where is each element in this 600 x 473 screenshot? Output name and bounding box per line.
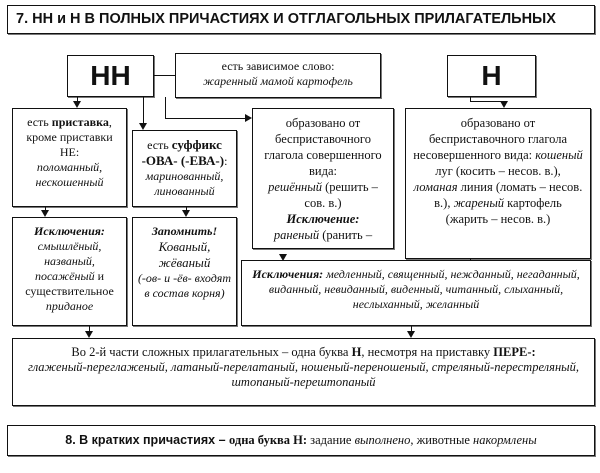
arrow-down-icon	[73, 101, 81, 108]
note: линия (ломать – несов. в.),	[434, 180, 583, 210]
arrow-down-icon	[407, 331, 415, 338]
note: (решить – сов. в.)	[304, 180, 378, 210]
text-bold: суффикс -ОВА- (-ЕВА-)	[141, 137, 225, 168]
example: кошеный	[535, 148, 583, 162]
exception-label: Исключение:	[286, 212, 360, 226]
section-8-title: 8. В кратких причастиях –	[65, 433, 229, 447]
connector	[165, 118, 245, 119]
exception-label: Исключения:	[252, 267, 324, 281]
note: (-ов- и -ёв- входят в состав корня)	[137, 271, 232, 300]
arrow-right-icon	[245, 114, 252, 122]
connector	[143, 97, 144, 124]
remember-box: Запомнить! Кованый, жёваный (-ов- и -ёв-…	[132, 217, 237, 326]
section-7-title: 7. НН и Н В ПОЛНЫХ ПРИЧАСТИЯХ И ОТГЛАГОЛ…	[7, 5, 595, 34]
note: (ранить –	[319, 228, 373, 242]
prefix-box: есть приставка, кроме приставки НЕ: поло…	[12, 108, 127, 207]
text: образовано от бесприставочного глагола н…	[413, 116, 568, 162]
connector	[470, 259, 471, 260]
text: есть	[147, 138, 172, 152]
text: Во 2-й части сложных прилагательных – од…	[71, 345, 352, 359]
text-bold: приставка	[51, 115, 109, 129]
exceptions-right-box: Исключения: медленный, священный, неждан…	[241, 260, 591, 326]
arrow-down-icon	[500, 101, 508, 108]
arrow-down-icon	[139, 123, 147, 130]
dependent-word-box: есть зависимое слово: жаренный мамой кар…	[175, 53, 381, 98]
connector	[186, 207, 187, 211]
dependent-example: жаренный мамой картофель	[179, 74, 377, 89]
text: , животные	[410, 433, 474, 447]
text: и существительное	[25, 269, 114, 298]
remember-label: Запомнить!	[151, 224, 218, 238]
text-bold: ПЕРЕ-:	[493, 345, 536, 359]
exceptions-left-box: Исключения: смышлёный, названый, посажён…	[12, 217, 127, 326]
suffix-box: есть суффикс -ОВА- (-ЕВА-): маринованный…	[132, 130, 237, 207]
text: образовано от бесприставочного глагола с…	[264, 116, 382, 178]
compound-adjectives-box: Во 2-й части сложных прилагательных – од…	[12, 338, 595, 406]
example: решённый	[268, 180, 322, 194]
example: ломаная	[413, 180, 458, 194]
text: :	[224, 154, 228, 168]
connector	[45, 207, 46, 211]
example: жареный	[453, 196, 505, 210]
arrow-down-icon	[41, 210, 49, 217]
connector	[89, 326, 90, 332]
perfective-box: образовано от бесприставочного глагола с…	[252, 108, 394, 249]
n-box: Н	[447, 55, 536, 97]
connector	[154, 75, 175, 76]
example: накормлены	[473, 433, 537, 447]
exception-label: Исключения:	[34, 224, 105, 238]
examples: маринованный, линованный	[145, 169, 224, 198]
connector	[470, 97, 471, 102]
note: картофель (жарить – несов. в.)	[445, 196, 562, 226]
arrow-down-icon	[85, 331, 93, 338]
arrow-down-icon	[182, 210, 190, 217]
text-bold: Н	[351, 345, 362, 359]
connector	[77, 97, 78, 102]
examples: Кованый, жёваный	[158, 239, 211, 270]
text: задание	[307, 433, 355, 447]
example: жаренный мамой картофель	[203, 74, 353, 88]
note: луг (косить – несов. в.),	[435, 164, 561, 178]
nn-box: НН	[67, 55, 154, 97]
connector	[165, 97, 166, 119]
exception: приданое	[45, 299, 94, 313]
examples: поломанный, нескошенный	[35, 160, 104, 189]
section-8-box: 8. В кратких причастиях – одна буква Н: …	[7, 425, 595, 456]
dependent-text: есть зависимое слово:	[221, 59, 335, 73]
exceptions: смышлёный, названый, посажёный	[34, 239, 102, 283]
connector	[411, 326, 412, 332]
text-bold: одна буква Н:	[229, 433, 308, 447]
connector	[470, 101, 504, 102]
arrow-down-icon	[279, 254, 287, 261]
example: выполнено	[354, 433, 411, 447]
imperfective-box: образовано от бесприставочного глагола н…	[405, 108, 591, 259]
text: , несмотря на приставку	[361, 345, 494, 359]
text: , кроме приставки НЕ:	[26, 115, 113, 159]
exception: раненый	[273, 228, 320, 242]
exceptions: медленный, священный, нежданный, негадан…	[268, 267, 580, 311]
text: есть	[27, 115, 52, 129]
examples: глаженый-переглаженый, латаный-перелатан…	[27, 360, 579, 389]
